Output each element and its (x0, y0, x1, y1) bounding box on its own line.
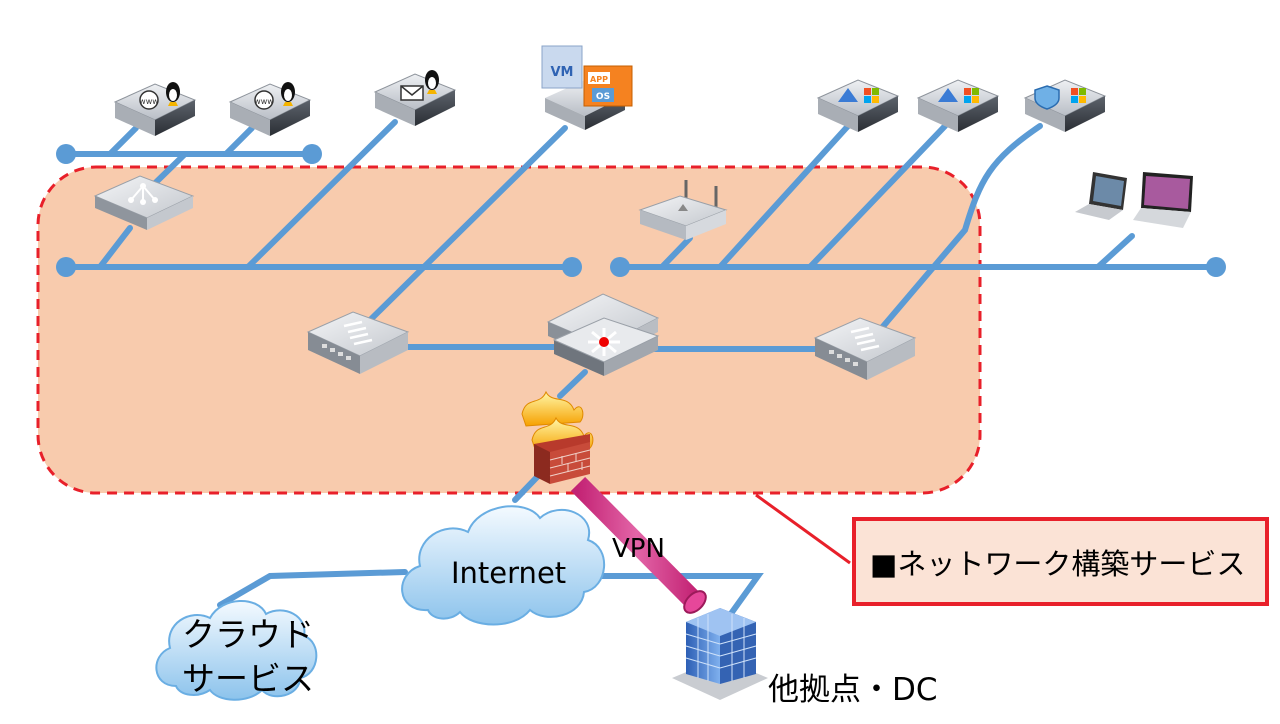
vpn-tube (570, 476, 707, 614)
windows-server-1-icon (816, 79, 900, 132)
left-switch-icon (306, 311, 410, 374)
internet-cloud-icon (401, 505, 605, 626)
internet-label: Internet (451, 556, 567, 590)
network-region (36, 165, 982, 495)
web-server-2-icon: www (228, 82, 312, 136)
wireless-ap-icon (638, 180, 728, 240)
core-switch-icon (546, 293, 660, 376)
svg-text:www: www (139, 97, 159, 106)
network-links (63, 119, 1219, 618)
vm-server-icon: VM APP OS (541, 45, 633, 130)
mail-server-icon (373, 70, 457, 126)
svg-text:OS: OS (596, 92, 610, 102)
cloud-service-label-line2: サービス (182, 659, 314, 698)
link-endpoints (56, 144, 1226, 277)
svg-text:APP: APP (590, 75, 608, 84)
svg-text:VM: VM (551, 65, 574, 80)
building-icon (672, 608, 768, 700)
right-switch-icon (813, 317, 917, 380)
firewall-icon (521, 390, 594, 484)
web-server-1-icon: www (113, 82, 197, 136)
network-service-callout: ■ネットワーク構築サービス (852, 517, 1269, 606)
callout-connector (755, 493, 851, 565)
laptops-icon (1075, 172, 1193, 228)
cloud-service-icon (155, 600, 318, 701)
network-service-callout-text: ■ネットワーク構築サービス (870, 546, 1246, 581)
vpn-label: VPN (612, 534, 665, 564)
svg-text:www: www (254, 97, 274, 106)
load-balancer-icon (93, 175, 195, 230)
branch-dc-label: 他拠点・DC (768, 672, 938, 708)
security-server-icon (1023, 79, 1107, 132)
cloud-service-label: クラウド サービス (182, 613, 314, 701)
windows-server-2-icon (916, 79, 1000, 132)
cloud-service-label-line1: クラウド (182, 615, 314, 654)
